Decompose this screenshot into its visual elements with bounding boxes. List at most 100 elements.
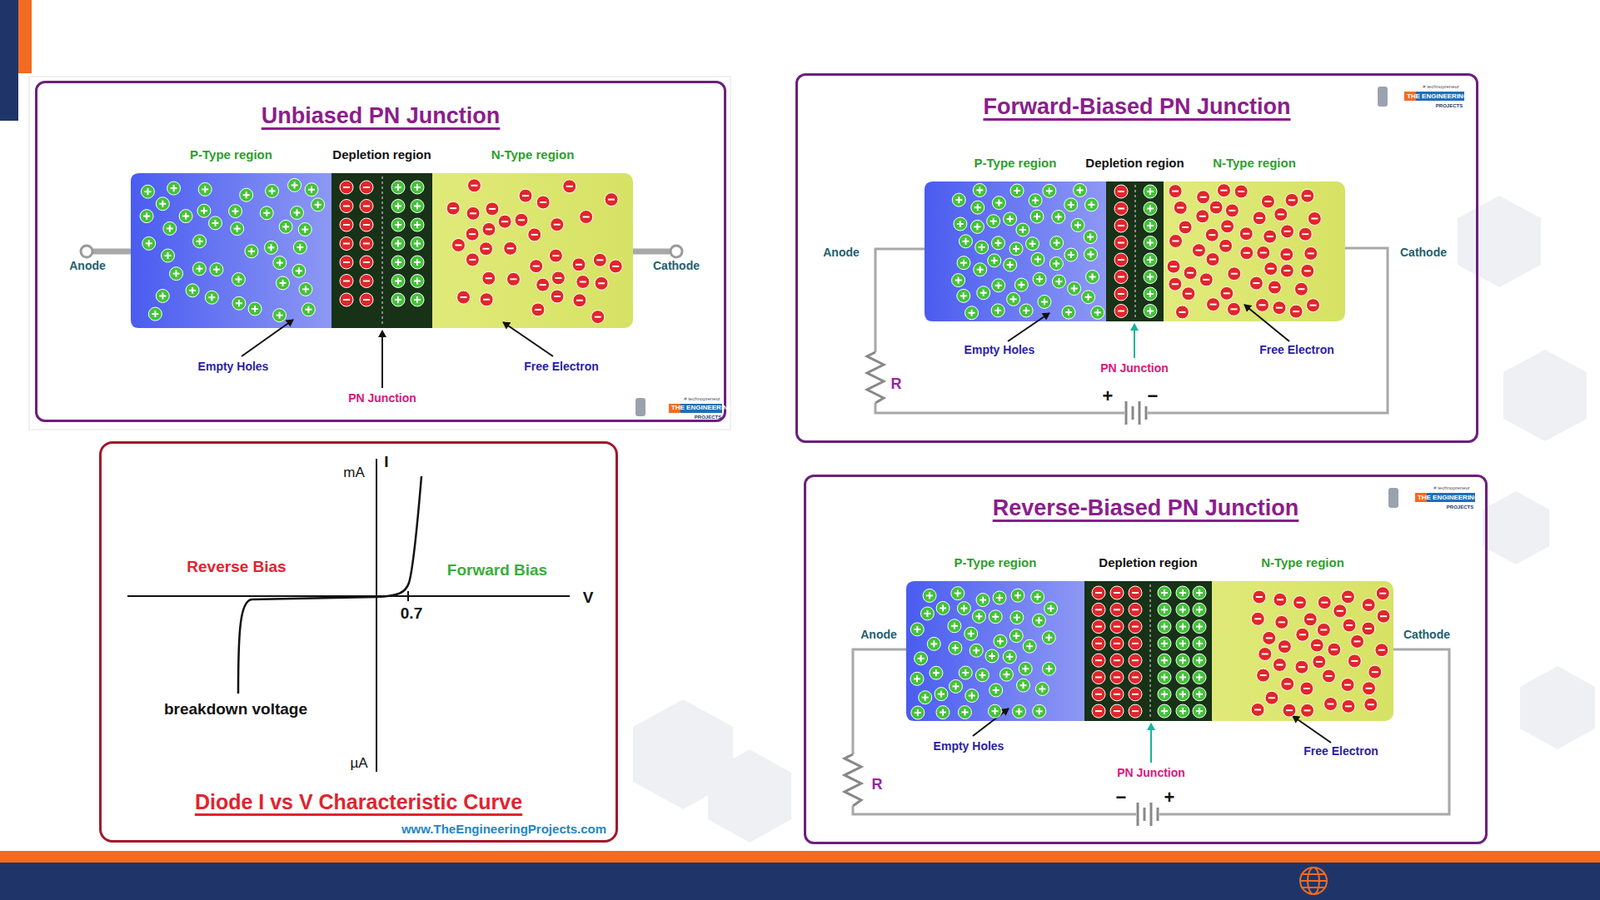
sign-stroke	[1292, 310, 1300, 313]
hole-symbol	[958, 234, 972, 249]
electron-symbol	[1196, 209, 1210, 224]
semiconductor-region: P-Type region	[924, 181, 1107, 322]
polarity-sign: −	[1147, 386, 1159, 407]
region-label: Depletion region	[1085, 155, 1184, 170]
sign-stroke	[1276, 307, 1283, 310]
electron-symbol	[604, 193, 619, 207]
sign-stroke	[916, 626, 918, 634]
reverse-junction-part	[906, 581, 1394, 722]
sign-stroke	[210, 294, 213, 301]
sign-stroke	[1198, 674, 1201, 682]
sign-stroke	[310, 186, 313, 194]
sign-stroke	[279, 312, 281, 320]
hole-symbol	[936, 706, 950, 720]
slide-accent-part	[18, 0, 32, 74]
electron-symbol	[1295, 628, 1310, 642]
sign-stroke	[1198, 657, 1201, 664]
electron-symbol	[1280, 677, 1295, 691]
sign-stroke	[1178, 311, 1186, 314]
sign-stroke	[1113, 659, 1121, 662]
electron-symbol	[359, 274, 374, 289]
sign-stroke	[397, 221, 399, 229]
electron-symbol	[457, 290, 471, 305]
region-label: Depletion region	[332, 147, 431, 162]
electron-symbol	[1275, 615, 1289, 629]
hole-symbol	[1143, 184, 1157, 199]
forward-junction-part	[1145, 406, 1148, 420]
sign-stroke	[1223, 292, 1231, 295]
sign-stroke	[1283, 254, 1291, 256]
hole-symbol	[1019, 304, 1033, 318]
hole-symbol	[155, 289, 170, 303]
sign-stroke	[596, 259, 604, 261]
junction-label: PN Junction	[1116, 767, 1186, 780]
sign-stroke	[1209, 258, 1217, 260]
electron-symbol	[1347, 654, 1361, 668]
electron-symbol	[563, 179, 577, 194]
electron-symbol	[1110, 603, 1124, 617]
hole-symbol	[986, 214, 1001, 229]
sign-stroke	[1117, 310, 1125, 313]
iv-curve-part	[238, 476, 422, 694]
hole-symbol	[410, 199, 424, 214]
sign-stroke	[1163, 657, 1166, 664]
electron-symbol	[482, 222, 496, 236]
hole-symbol	[988, 610, 1002, 624]
sign-stroke	[237, 276, 240, 284]
hole-symbol	[991, 304, 1005, 318]
reverse-junction-part	[1156, 807, 1160, 822]
electron-symbol	[1289, 304, 1303, 319]
electron-symbol	[593, 253, 607, 267]
sign-stroke	[1320, 628, 1327, 631]
sign-stroke	[304, 285, 307, 293]
hole-symbol	[985, 649, 999, 663]
sign-stroke	[343, 261, 350, 264]
polarity-sign: +	[1164, 787, 1176, 808]
sign-stroke	[245, 191, 248, 199]
sign-stroke	[416, 184, 419, 191]
sign-stroke	[1301, 233, 1309, 235]
sign-stroke	[1036, 593, 1039, 601]
hole-symbol	[991, 236, 1005, 250]
sign-stroke	[962, 605, 965, 613]
unbiased-junction-part	[130, 173, 634, 329]
electron-symbol	[1272, 657, 1286, 672]
unbiased-junction-part	[635, 398, 646, 417]
electron-symbol	[529, 259, 544, 274]
hole-symbol	[927, 637, 941, 651]
reverse-junction-part	[1143, 807, 1147, 822]
sign-stroke	[250, 248, 253, 255]
sign-stroke	[1038, 275, 1041, 283]
sign-stroke	[1313, 644, 1321, 647]
sign-stroke	[991, 652, 993, 660]
polarity-sign: +	[1102, 386, 1114, 407]
sign-stroke	[1336, 610, 1344, 613]
callout-label: Free Electron	[1303, 745, 1378, 758]
sign-stroke	[304, 226, 306, 234]
hole-symbol	[248, 302, 262, 316]
sign-stroke	[975, 647, 977, 654]
electron-symbol	[1205, 228, 1219, 242]
logo-text: PROJECTS	[694, 414, 722, 421]
hole-symbol	[1006, 292, 1021, 306]
sign-stroke	[1230, 308, 1237, 310]
hole-symbol	[140, 184, 155, 199]
electron-symbol	[1341, 699, 1356, 713]
electron-symbol	[1376, 609, 1391, 624]
logo-text: PROJECTS	[1446, 504, 1474, 511]
sign-stroke	[1228, 209, 1236, 212]
region-label: P-Type region	[974, 155, 1057, 170]
sign-stroke	[1256, 217, 1263, 220]
sign-stroke	[926, 610, 928, 618]
electron-symbol	[1110, 671, 1124, 685]
reverse-junction-part	[906, 581, 1085, 722]
sign-stroke	[1149, 274, 1152, 281]
hole-symbol	[1143, 253, 1157, 267]
sign-stroke	[416, 278, 419, 285]
sign-stroke	[963, 709, 966, 717]
sign-stroke	[173, 184, 175, 192]
hole-symbol	[1176, 620, 1190, 634]
sign-stroke	[1261, 652, 1269, 655]
hole-symbol	[947, 619, 962, 634]
sign-stroke	[307, 306, 310, 314]
